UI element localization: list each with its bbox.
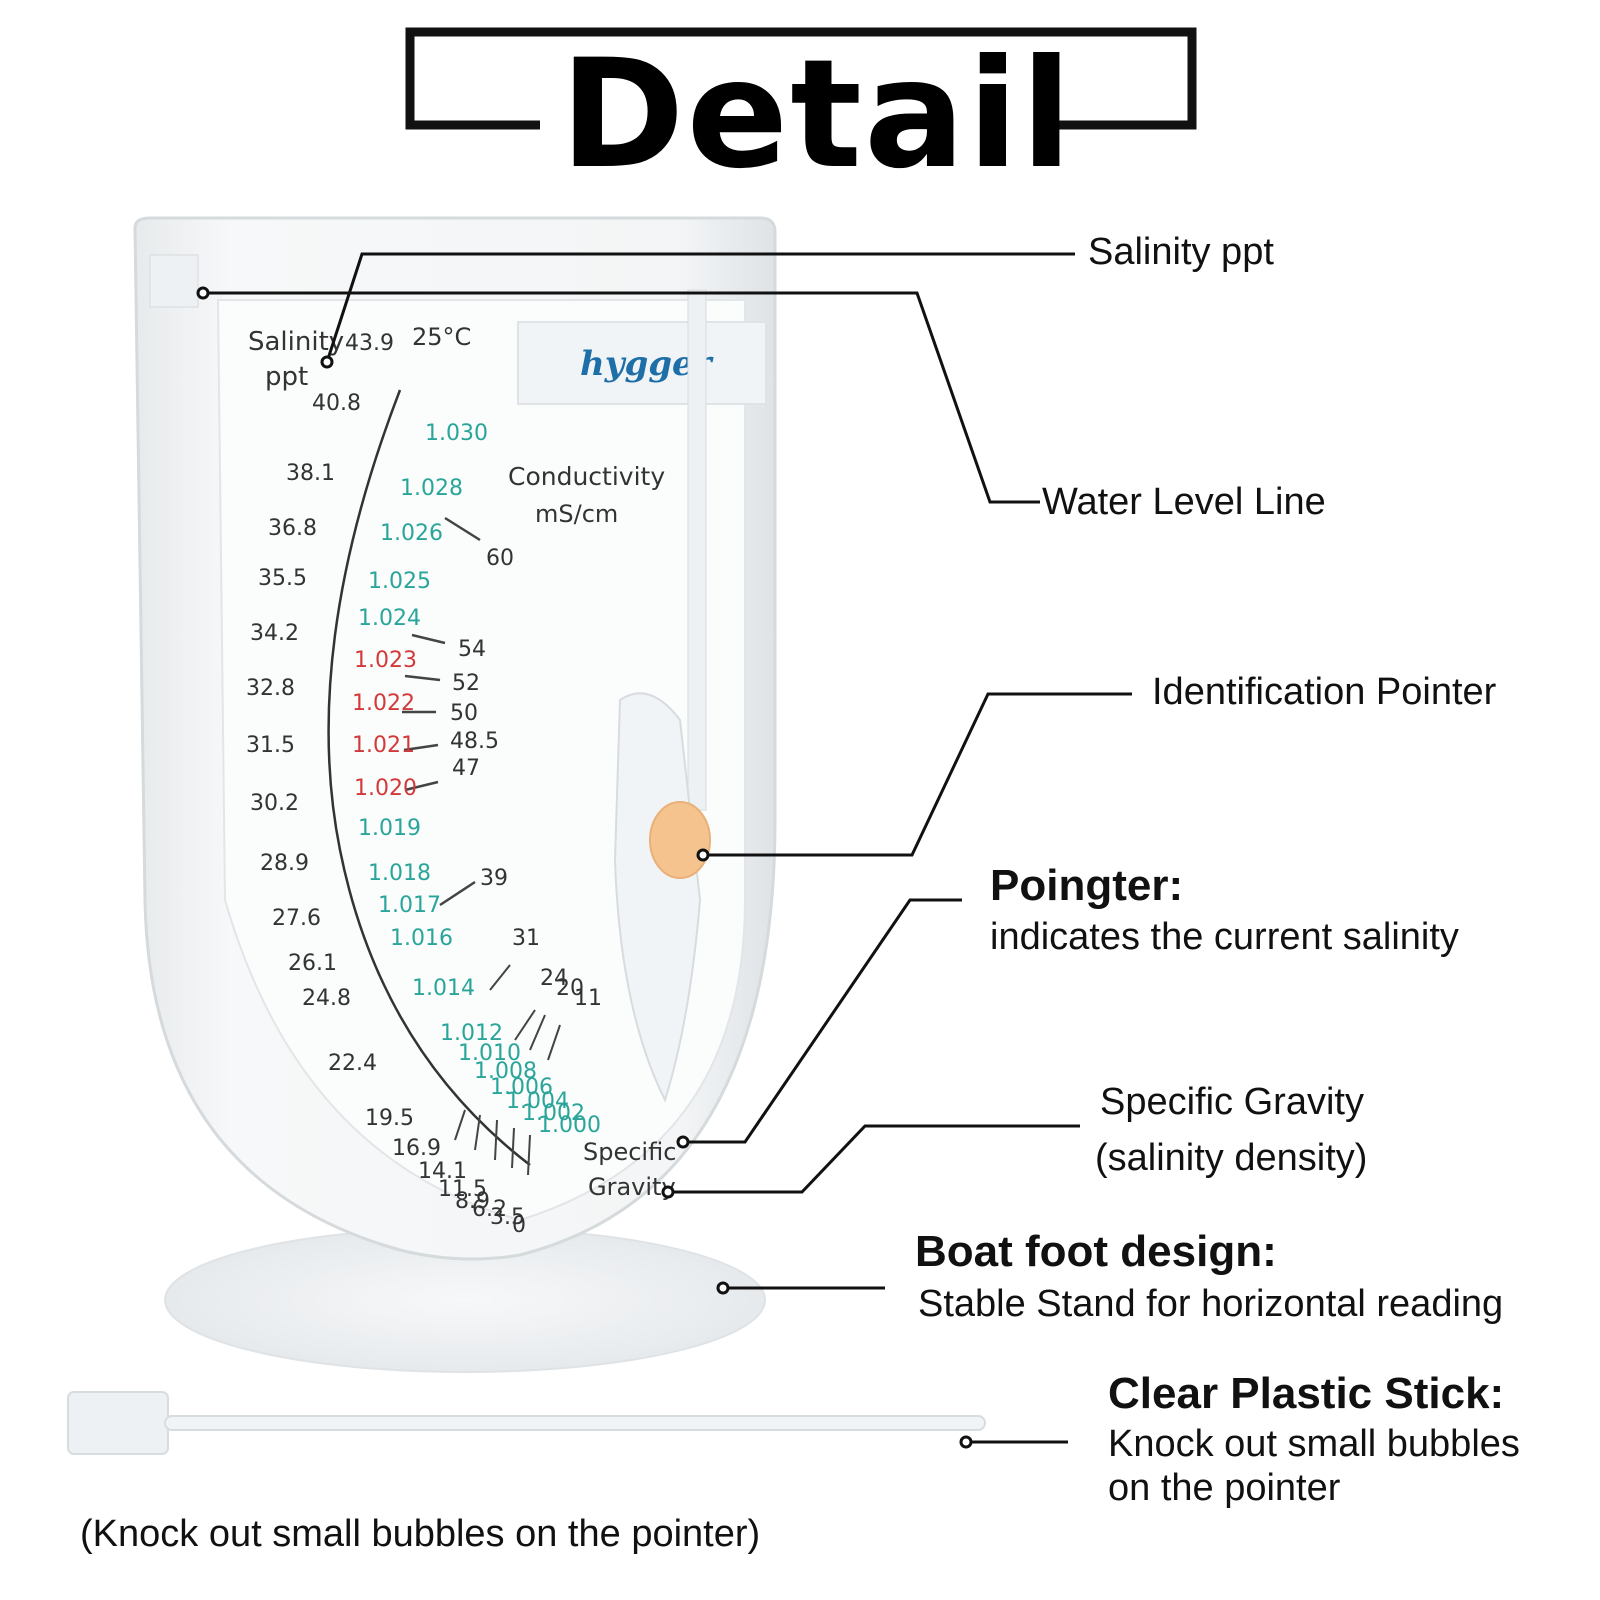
callout-boat-foot-title: Boat foot design: bbox=[915, 1227, 1277, 1276]
sg-tick: 1.025 bbox=[368, 569, 431, 594]
fan-lines bbox=[454, 964, 561, 1176]
salinity-tick: 26.1 bbox=[288, 951, 337, 976]
callout-specific-gravity-1: Specific Gravity bbox=[1100, 1081, 1364, 1123]
brand-plate bbox=[517, 321, 767, 405]
conductivity-tick: 11 bbox=[574, 986, 602, 1011]
sg-tick: 1.020 bbox=[354, 776, 417, 801]
conductivity-tick: 48.5 bbox=[450, 729, 499, 754]
salinity-label-2: ppt bbox=[265, 362, 308, 392]
callout-lines bbox=[196, 252, 1132, 1449]
salinity-tick: 16.9 bbox=[392, 1136, 441, 1161]
salinity-tick: 22.4 bbox=[328, 1051, 377, 1076]
page-title: Detail bbox=[560, 28, 1075, 202]
callout-pointer-title: Poingter: bbox=[990, 861, 1184, 910]
sg-tick: 1.024 bbox=[358, 606, 421, 631]
salinity-label-1: Salinity bbox=[248, 327, 344, 357]
scale-arc bbox=[327, 389, 531, 1166]
callout-identification-pointer: Identification Pointer bbox=[1152, 671, 1497, 713]
sg-tick: 1.014 bbox=[412, 976, 475, 1001]
sg-ticks-red: 1.023 1.022 1.021 1.020 bbox=[352, 648, 417, 801]
sg-label-2: Gravity bbox=[588, 1173, 676, 1201]
salinity-tick: 11.5 bbox=[438, 1177, 487, 1202]
sg-tick: 1.018 bbox=[368, 861, 431, 886]
sg-tick: 1.004 bbox=[506, 1089, 569, 1114]
conductivity-tick: 39 bbox=[480, 866, 508, 891]
conductivity-label-2: mS/cm bbox=[535, 500, 618, 528]
conductivity-tick: 60 bbox=[486, 546, 514, 571]
temp-label: 25°C bbox=[412, 323, 471, 351]
water-level-notch bbox=[149, 254, 199, 308]
sg-ticks-green-bottom: 1.019 1.018 1.017 1.016 1.014 1.012 1.01… bbox=[358, 816, 601, 1138]
sg-tick: 1.002 bbox=[522, 1101, 585, 1126]
pointer-arm bbox=[613, 692, 702, 1103]
conductivity-label-1: Conductivity bbox=[508, 462, 665, 491]
salinity-tick: 3.5 bbox=[490, 1205, 525, 1230]
salinity-tick: 8.9 bbox=[455, 1189, 490, 1214]
callout-salinity-ppt: Salinity ppt bbox=[1088, 231, 1274, 273]
salinity-tick: 14.1 bbox=[418, 1159, 467, 1184]
callout-stick-title: Clear Plastic Stick: bbox=[1108, 1369, 1505, 1418]
conductivity-ticks: 60 54 52 50 48.5 47 39 31 24 20 11 bbox=[450, 546, 602, 1011]
sg-tick: 1.022 bbox=[352, 691, 415, 716]
salinity-tick: 0 bbox=[512, 1213, 526, 1238]
callout-specific-gravity-2: (salinity density) bbox=[1095, 1137, 1368, 1179]
stick-rod bbox=[164, 1415, 986, 1431]
salinity-tick: 32.8 bbox=[246, 676, 295, 701]
conductivity-tick: 24 bbox=[540, 966, 568, 991]
sg-label-1: Specific bbox=[583, 1138, 676, 1166]
salinity-tick: 40.8 bbox=[312, 391, 361, 416]
sg-tick: 1.008 bbox=[474, 1059, 537, 1084]
pointer-rail bbox=[687, 289, 707, 811]
salinity-tick: 31.5 bbox=[246, 733, 295, 758]
sg-tick: 1.026 bbox=[380, 521, 443, 546]
salinity-tick: 36.8 bbox=[268, 516, 317, 541]
salinity-tick: 6.2 bbox=[472, 1197, 507, 1222]
salinity-tick: 34.2 bbox=[250, 621, 299, 646]
sg-ticks-green-top: 1.030 1.028 1.026 1.025 1.024 bbox=[358, 421, 488, 631]
conductivity-tick: 47 bbox=[452, 756, 480, 781]
conductivity-tick: 20 bbox=[556, 976, 584, 1001]
salinity-tick: 38.1 bbox=[286, 461, 335, 486]
sg-tick: 1.016 bbox=[390, 926, 453, 951]
salinity-tick: 30.2 bbox=[250, 791, 299, 816]
pointer-float bbox=[649, 801, 711, 879]
salinity-ticks: 43.9 40.8 38.1 36.8 35.5 34.2 32.8 31.5 … bbox=[246, 331, 526, 1238]
salinity-tick: 19.5 bbox=[365, 1106, 414, 1131]
conductivity-tick: 52 bbox=[452, 671, 480, 696]
conductivity-tick: 54 bbox=[458, 637, 486, 662]
sg-tick: 1.006 bbox=[490, 1075, 553, 1100]
sg-tick: 1.028 bbox=[400, 476, 463, 501]
bottom-caption: (Knock out small bubbles on the pointer) bbox=[80, 1513, 761, 1555]
callout-pointer-desc: indicates the current salinity bbox=[990, 916, 1459, 958]
sg-tick: 1.017 bbox=[378, 893, 441, 918]
conductivity-tick: 50 bbox=[450, 701, 478, 726]
salinity-tick: 24.8 bbox=[302, 986, 351, 1011]
sg-tick: 1.010 bbox=[458, 1041, 521, 1066]
salinity-tick: 28.9 bbox=[260, 851, 309, 876]
sg-tick: 1.021 bbox=[352, 733, 415, 758]
salinity-tick: 43.9 bbox=[345, 331, 394, 356]
callout-stick-desc-2: on the pointer bbox=[1108, 1467, 1341, 1509]
sg-tick: 1.012 bbox=[440, 1021, 503, 1046]
callout-water-level-line: Water Level Line bbox=[1042, 481, 1326, 523]
salinity-tick: 35.5 bbox=[258, 566, 307, 591]
salinity-tick: 27.6 bbox=[272, 906, 321, 931]
conductivity-dashes bbox=[402, 516, 481, 907]
conductivity-tick: 31 bbox=[512, 926, 540, 951]
callout-boat-foot-desc: Stable Stand for horizontal reading bbox=[918, 1283, 1504, 1325]
scale-panel bbox=[216, 299, 746, 1222]
callout-stick-desc-1: Knock out small bubbles bbox=[1108, 1423, 1520, 1465]
stick-handle bbox=[67, 1391, 169, 1455]
sg-tick: 1.019 bbox=[358, 816, 421, 841]
sg-tick: 1.030 bbox=[425, 421, 488, 446]
sg-tick: 1.000 bbox=[538, 1113, 601, 1138]
sg-tick: 1.023 bbox=[354, 648, 417, 673]
